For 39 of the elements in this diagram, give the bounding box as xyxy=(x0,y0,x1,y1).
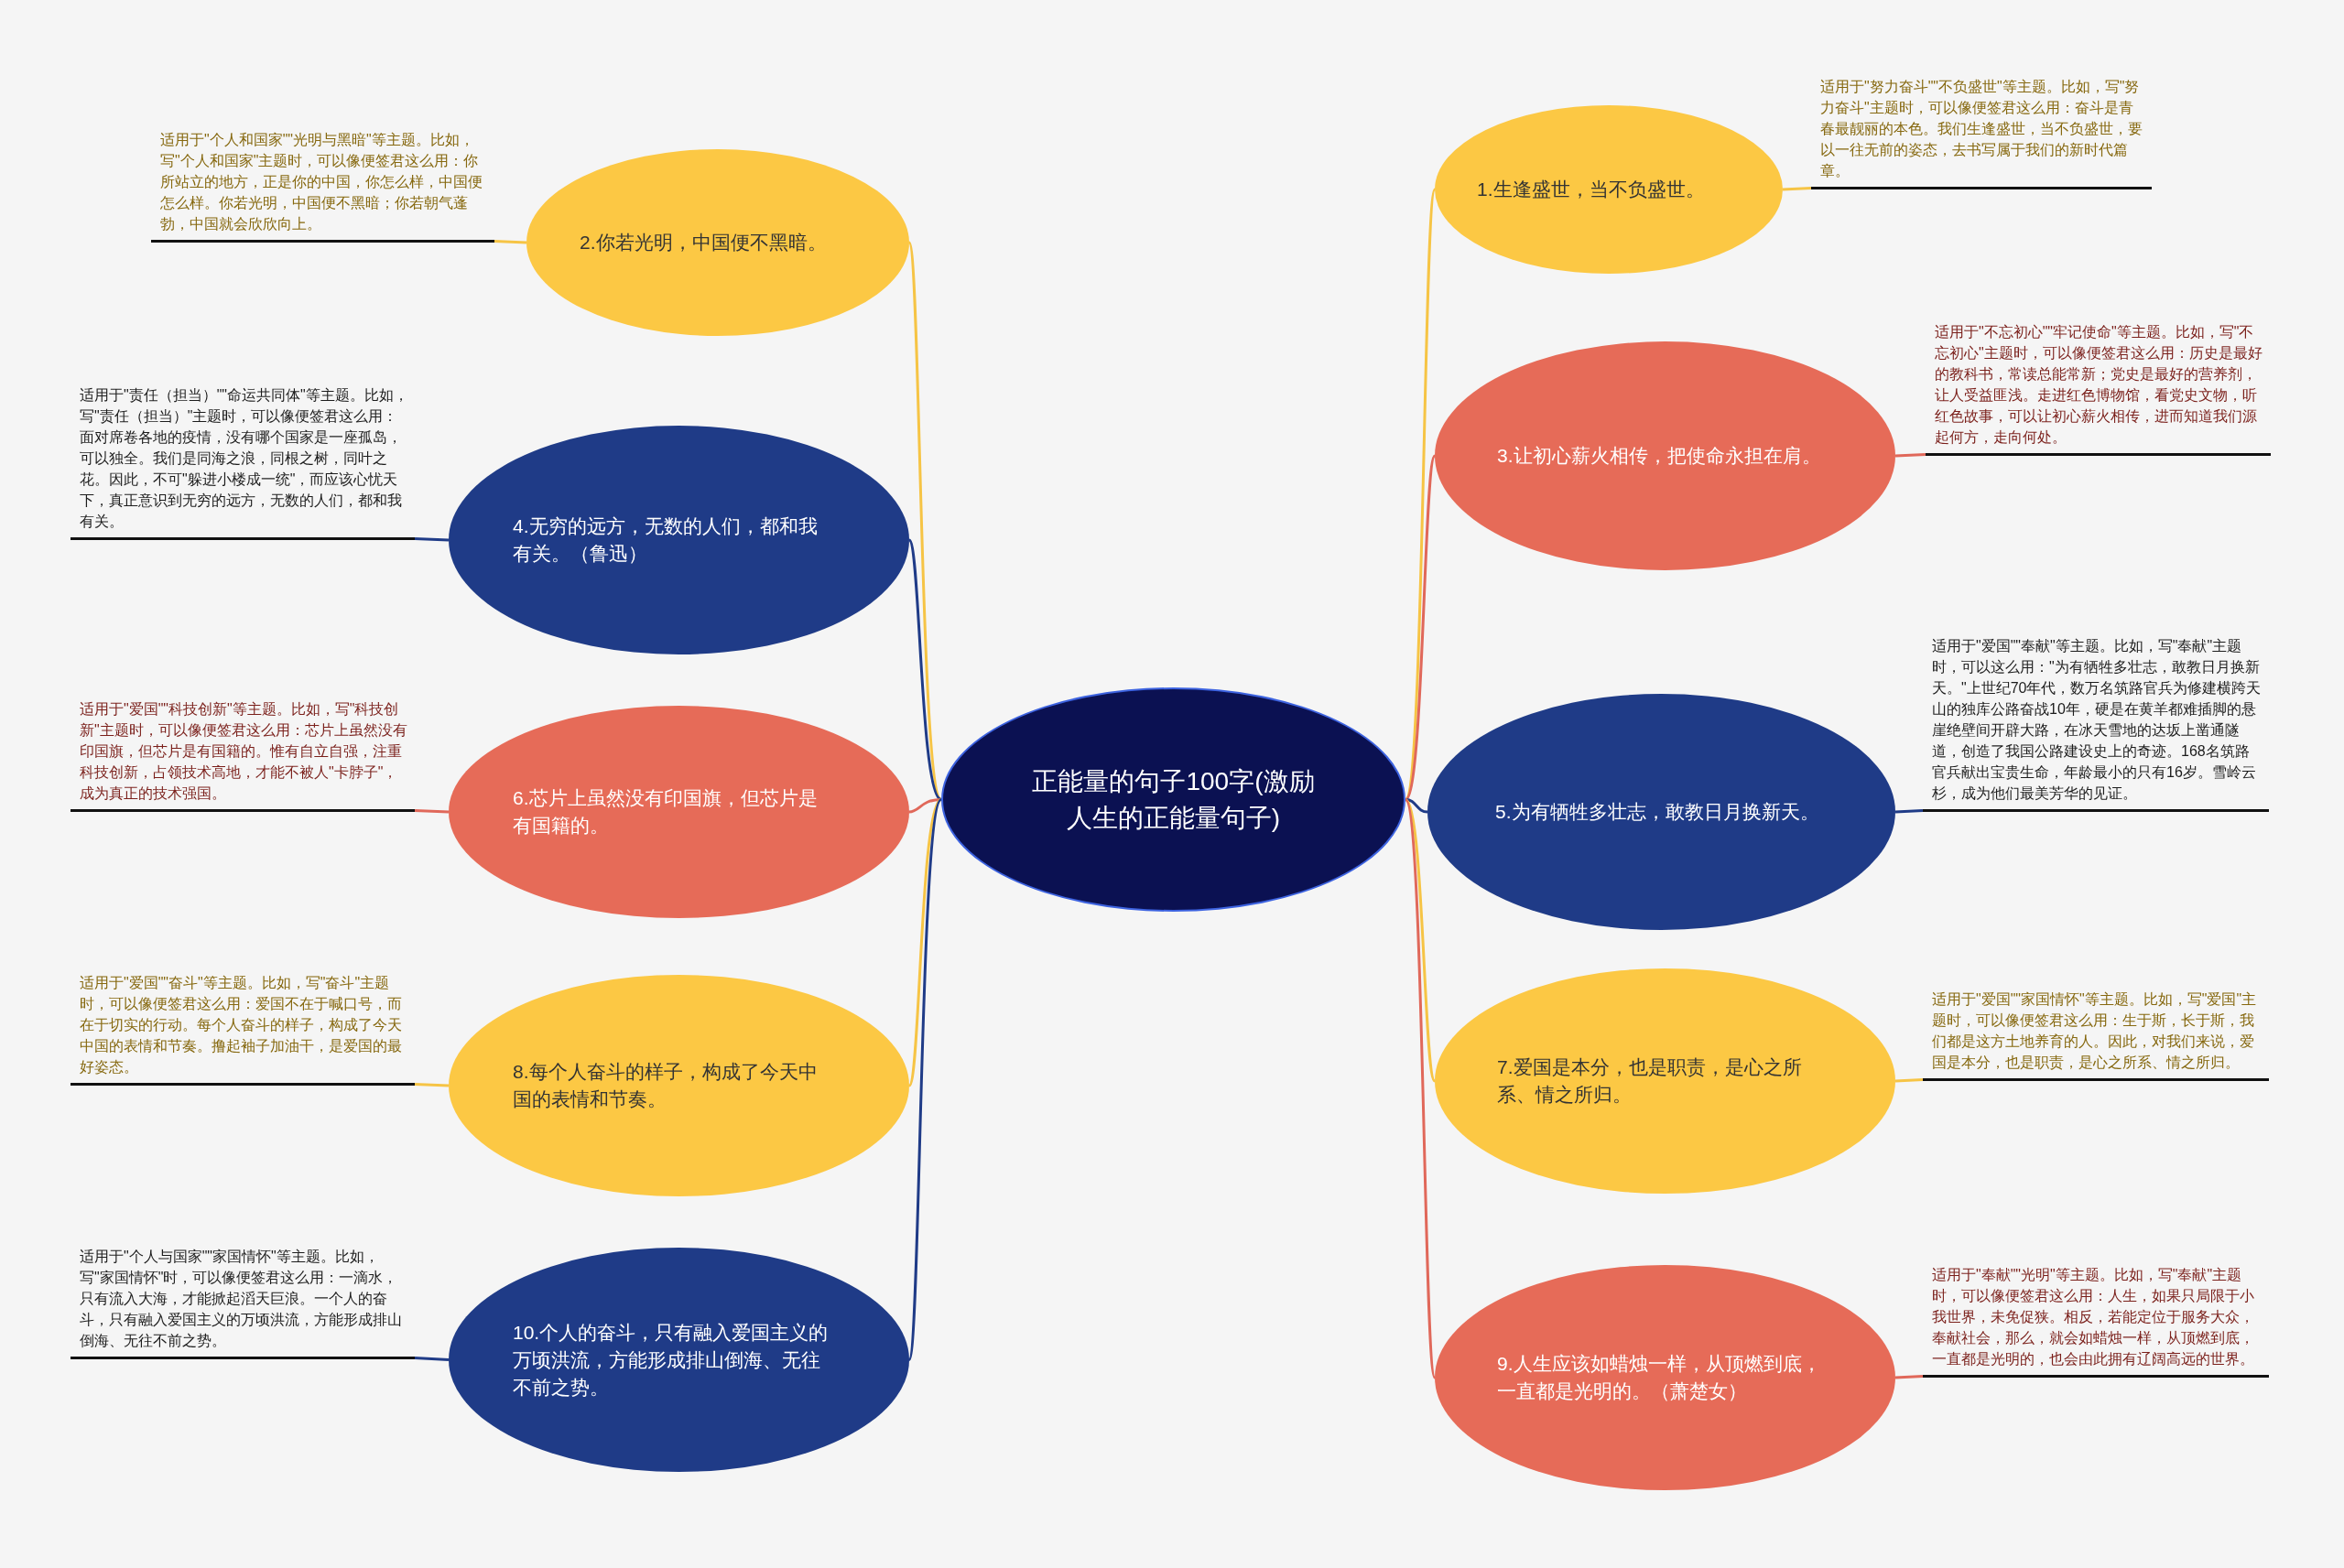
connector-line xyxy=(414,537,450,542)
annotation-note: 适用于"不忘初心""牢记使命"等主题。比如，写"不忘初心"主题时，可以像便签君这么用：历史是最好的教科书，常读总能常新；党史是最好的营养剂，让人受益匪浅。走进红色博物馆，看党史文物，听红色故事，可以让初心薪火相传，进而知道我们源起何方，走向何处。 xyxy=(1926,321,2271,456)
connector-line xyxy=(1894,453,1926,458)
topic-text: 3.让初心薪火相传，把使命永担在肩。 xyxy=(1497,444,1821,468)
connector-line xyxy=(414,1357,450,1361)
annotation-note: 适用于"责任（担当）""命运共同体"等主题。比如，写"责任（担当）"主题时，可以像便签君这么用：面对席卷各地的疫情，没有哪个国家是一座孤岛，可以独全。我们是同海之浪，同根之树，同叶之花。因此，不可"躲进小楼成一统"，而应该心忧天下，真正意识到无穷的远方，无数的人们，都和我有关。 xyxy=(71,384,415,540)
topic-text: 7.爱国是本分，也是职责，是心之所系、情之所归。 xyxy=(1497,1055,1803,1107)
annotation-note: 适用于"努力奋斗""不负盛世"等主题。比如，写"努力奋斗"主题时，可以像便签君这么用：奋斗是青春最靓丽的本色。我们生逢盛世，当不负盛世，要以一往无前的姿态，去书写属于我们的新时代篇章。 xyxy=(1811,76,2152,189)
connector-line xyxy=(1404,189,1437,800)
annotation-note: 适用于"个人与国家""家国情怀"等主题。比如，写"家国情怀"时，可以像便签君这么用：一滴水，只有流入大海，才能掀起滔天巨浪。一个人的奋斗，只有融入爱国主义的万顷洪流，方能形成排山倒海、无往不前之势。 xyxy=(71,1246,415,1359)
connector-line xyxy=(1894,1375,1924,1379)
connector-line xyxy=(494,240,527,244)
connector-line xyxy=(907,539,943,801)
annotation-note: 适用于"爱国""科技创新"等主题。比如，写"科技创新"主题时，可以像便签君这么用：芯片上虽然没有印国旗，但芯片是有国籍的。惟有自立自强，注重科技创新，占领技术高地，才能不被人"卡脖子"，成为真正的技术强国。 xyxy=(71,698,415,812)
annotation-note: 适用于"奉献""光明"等主题。比如，写"奉献"主题时，可以像便签君这么用：人生，如果只局限于小我世界，未免促狭。相反，若能定位于服务大众，奉献社会，那么，就会如蜡烛一样，从顶燃到底，一直都是光明的，也会由此拥有辽阔高远的世界。 xyxy=(1923,1264,2269,1378)
annotation-note: 适用于"爱国""奋斗"等主题。比如，写"奋斗"主题时，可以像便签君这么用：爱国不在于喊口号，而在于切实的行动。每个人奋斗的样子，构成了今天中国的表情和节奏。撸起袖子加油干，是爱国的最好姿态。 xyxy=(71,972,415,1086)
connector-line xyxy=(1782,187,1812,191)
connector-line xyxy=(1404,798,1437,1379)
connector-line xyxy=(414,1083,450,1087)
connector-line xyxy=(1894,809,1924,814)
topic-text: 10.个人的奋斗，只有融入爱国主义的万顷洪流，方能形成排山倒海、无往不前之势。 xyxy=(513,1320,830,1400)
topic-text: 1.生逢盛世，当不负盛世。 xyxy=(1477,178,1705,201)
annotation-note: 适用于"爱国""奉献"等主题。比如，写"奉献"主题时，可以这么用："为有牺牲多壮志，敢教日月换新天。"上世纪70年代，数万名筑路官兵为修建横跨天山的独库公路奋战10年，硬是在黄羊都难插脚的悬崖绝壁间开辟大路，在冰天雪地的达坂上凿通隧道，创造了我国公路建设史上的奇迹。168名筑路官兵献出宝贵生命，年龄最小的只有16岁。雪岭云杉，成为他们最美芳华的见证。 xyxy=(1923,635,2269,812)
connector-line xyxy=(1894,1078,1924,1083)
connector-line xyxy=(1405,798,1428,814)
topic-text: 4.无穷的远方，无数的人们，都和我有关。（鲁迅） xyxy=(513,514,819,566)
topic-text: 2.你若光明，中国便不黑暗。 xyxy=(580,231,827,254)
connector-line xyxy=(414,809,450,814)
connector-line xyxy=(908,798,942,814)
connector-line xyxy=(1404,455,1437,801)
topic-text: 9.人生应该如蜡烛一样，从顶燃到底，一直都是光明的。（萧楚女） xyxy=(1497,1352,1822,1403)
central-topic-text: 正能量的句子100字(激励人生的正能量句子) xyxy=(1031,765,1316,834)
connector-line xyxy=(907,798,943,1360)
connector-line xyxy=(907,798,943,1087)
topic-text: 5.为有牺牲多壮志，敢教日月换新天。 xyxy=(1495,800,1819,824)
topic-text: 6.芯片上虽然没有印国旗，但芯片是有国籍的。 xyxy=(513,786,819,838)
annotation-note: 适用于"个人和国家""光明与黑暗"等主题。比如，写"个人和国家"主题时，可以像便签君这么用：你所站立的地方，正是你的中国，你怎么样，中国便怎么样。你若光明，中国便不黑暗；你若朝气蓬勃，中国就会欣欣向上。 xyxy=(151,129,494,243)
annotation-note: 适用于"爱国""家国情怀"等主题。比如，写"爱国"主题时，可以像便签君这么用：生于斯，长于斯，我们都是这方土地养育的人。因此，对我们来说，爱国是本分，也是职责，是心之所系、情之所归。 xyxy=(1923,989,2269,1081)
topic-text: 8.每个人奋斗的样子，构成了今天中国的表情和节奏。 xyxy=(513,1060,819,1111)
